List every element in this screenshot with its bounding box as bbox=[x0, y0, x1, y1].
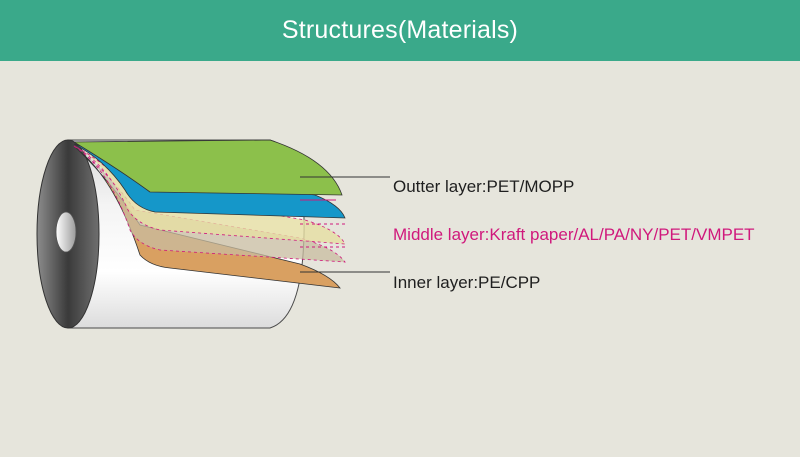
outer-layer-sheet bbox=[72, 139, 343, 196]
middle-layer-sheet-1 bbox=[73, 145, 346, 245]
header-banner: Structures(Materials) bbox=[0, 0, 800, 61]
middle-layer-sheet-2 bbox=[73, 145, 346, 263]
inner-layer-label: Inner layer:PE/CPP bbox=[393, 273, 541, 292]
middle-layer-label: Middle layer:Kraft paper/AL/PA/NY/PET/VM… bbox=[393, 225, 755, 244]
outer-layer-label: Outter layer:PET/MOPP bbox=[393, 177, 575, 196]
page-title: Structures(Materials) bbox=[281, 16, 519, 44]
